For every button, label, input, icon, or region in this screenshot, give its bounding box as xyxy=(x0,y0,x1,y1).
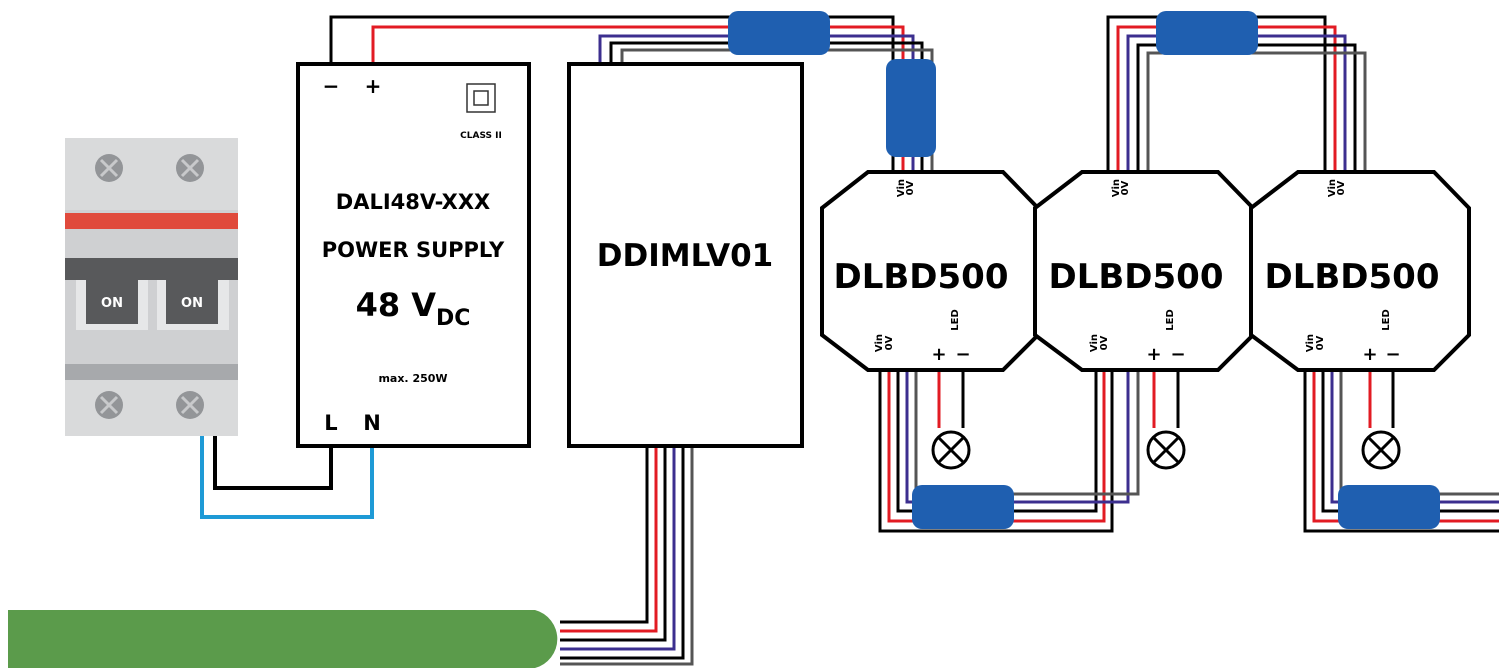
wire-connector xyxy=(886,59,936,157)
wire-connector xyxy=(1156,11,1258,55)
dali-bus-cable xyxy=(8,610,558,668)
driver-led-label: LED xyxy=(950,309,961,331)
driver-vin-top: Vin xyxy=(1327,179,1338,197)
breaker-toggle-right[interactable]: ON xyxy=(166,280,218,324)
lamp-icon xyxy=(1146,430,1186,470)
breaker-toggle-left[interactable]: ON xyxy=(86,280,138,324)
ps-plus-terminal: + xyxy=(365,74,382,98)
driver-led-minus: − xyxy=(1170,344,1185,365)
driver-body xyxy=(820,170,1040,372)
ps-minus-terminal: − xyxy=(323,74,340,98)
driver-led-plus: + xyxy=(931,344,946,365)
driver-led-plus: + xyxy=(1362,344,1377,365)
driver-0v-top: 0V xyxy=(1336,180,1347,195)
driver-0v-bottom: 0V xyxy=(1099,335,1110,350)
circuit-breaker: ON ON xyxy=(65,138,238,436)
driver-led-label: LED xyxy=(1165,309,1176,331)
led-driver-2: DLBD500 Vin 0V Vin 0V LED + − xyxy=(1033,170,1255,372)
class-ii-icon xyxy=(466,83,496,113)
dimmer-output-wires xyxy=(560,446,694,666)
ps-subtitle: POWER SUPPLY xyxy=(322,238,505,262)
lamp-icon xyxy=(1361,430,1401,470)
wire-connector xyxy=(1338,485,1440,529)
wire-connectors xyxy=(728,11,1440,529)
driver-label: DLBD500 xyxy=(834,257,1009,297)
class-ii-label: CLASS II xyxy=(460,131,502,141)
wire-connector xyxy=(728,11,830,55)
driver-led-plus: + xyxy=(1146,344,1161,365)
driver-label: DLBD500 xyxy=(1049,257,1224,297)
driver-label: DLBD500 xyxy=(1265,257,1440,297)
dimmer-label: DDIMLV01 xyxy=(597,238,773,274)
led-wires xyxy=(937,370,1395,428)
ps-voltage: 48 VDC xyxy=(356,286,471,331)
driver-vin-bottom: Vin xyxy=(874,334,885,352)
driver-vin-top: Vin xyxy=(896,179,907,197)
wire-connector xyxy=(912,485,1014,529)
dimmer-module: DDIMLV01 xyxy=(567,62,804,448)
mains-neutral-wire xyxy=(200,436,374,519)
breaker-on-label: ON xyxy=(181,296,203,311)
ps-model: DALI48V-XXX xyxy=(336,190,490,214)
driver-0v-top: 0V xyxy=(905,180,916,195)
ps-terminal-l: L xyxy=(324,411,337,435)
power-supply-body xyxy=(296,62,531,448)
driver-vin-top: Vin xyxy=(1111,179,1122,197)
dimmer-body xyxy=(567,62,804,448)
mains-wires xyxy=(200,436,374,519)
ps-terminal-n: N xyxy=(363,411,381,435)
driver-body xyxy=(1033,170,1255,372)
driver-led-minus: − xyxy=(1385,344,1400,365)
screw-icon xyxy=(95,391,123,419)
driver-0v-bottom: 0V xyxy=(884,335,895,350)
driver-0v-bottom: 0V xyxy=(1315,335,1326,350)
driver-0v-top: 0V xyxy=(1120,180,1131,195)
led-driver-3: DLBD500 Vin 0V Vin 0V LED + − xyxy=(1249,170,1471,372)
power-supply: − + CLASS II DALI48V-XXX POWER SUPPLY 48… xyxy=(296,62,531,448)
breaker-red-stripe xyxy=(65,213,238,229)
screw-icon xyxy=(176,391,204,419)
screw-icon xyxy=(176,154,204,182)
driver-led-minus: − xyxy=(955,344,970,365)
led-driver-1: DLBD500 Vin 0V Vin 0V LED + − xyxy=(820,170,1040,372)
driver-body xyxy=(1249,170,1471,372)
driver-vin-bottom: Vin xyxy=(1089,334,1100,352)
mains-live-wire xyxy=(213,436,333,490)
screw-icon xyxy=(95,154,123,182)
driver-led-label: LED xyxy=(1381,309,1392,331)
driver-vin-bottom: Vin xyxy=(1305,334,1316,352)
ps-max-power: max. 250W xyxy=(378,372,447,385)
breaker-on-label: ON xyxy=(101,296,123,311)
lamp-icon xyxy=(931,430,971,470)
